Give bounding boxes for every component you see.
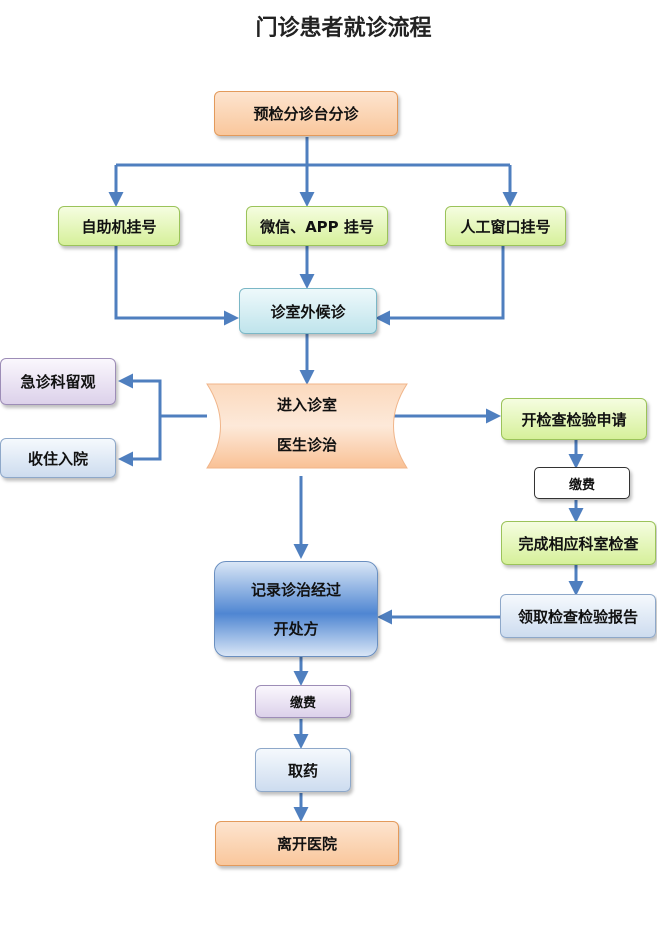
doctor-treat-label: 医生诊治: [276, 436, 337, 454]
connector-manual-to-waiting: [375, 246, 505, 326]
triage-node: 预检分诊台分诊: [214, 91, 398, 136]
enter-room-label: 进入诊室: [276, 396, 337, 414]
wechat-app-register-node: 微信、APP 挂号: [246, 206, 388, 246]
prescribe-label: 开处方: [273, 620, 319, 638]
record-label: 记录诊治经过: [250, 581, 341, 599]
leave-hospital-node: 离开医院: [215, 821, 399, 866]
complete-exam-node: 完成相应科室检查: [501, 521, 656, 565]
exam-payment-node: 缴费: [534, 467, 630, 499]
page-title: 门诊患者就诊流程: [255, 15, 432, 41]
connector-to-emergency: [118, 373, 207, 418]
medicine-payment-node: 缴费: [255, 685, 351, 718]
record-prescribe-node: 记录诊治经过 开处方: [214, 561, 378, 657]
emergency-observation-node: 急诊科留观: [0, 358, 116, 405]
self-service-register-node: 自助机挂号: [58, 206, 180, 246]
connector-to-admission: [118, 416, 162, 467]
manual-window-register-node: 人工窗口挂号: [445, 206, 566, 246]
connector-self-to-waiting: [114, 246, 239, 326]
doctor-scroll-shape: [206, 383, 408, 469]
exam-request-node: 开检查检验申请: [501, 398, 647, 440]
get-report-node: 领取检查检验报告: [500, 594, 656, 638]
get-medicine-node: 取药: [255, 748, 351, 792]
admission-node: 收住入院: [0, 438, 116, 478]
waiting-area-node: 诊室外候诊: [239, 288, 377, 334]
